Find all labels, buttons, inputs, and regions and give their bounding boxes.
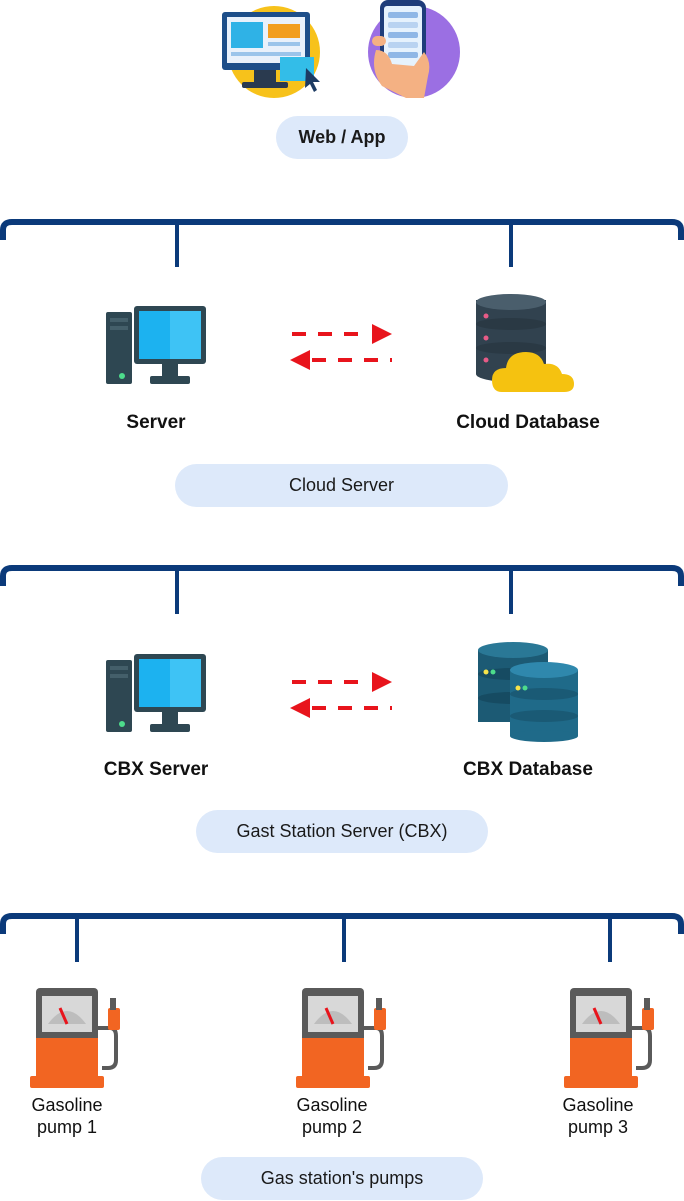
desktop-monitor-icon	[218, 2, 324, 100]
gas-pump-1-label: Gasoline pump 1	[10, 1094, 124, 1138]
pumps-bracket-connector	[0, 906, 684, 966]
gas-pump-2-label: Gasoline pump 2	[275, 1094, 389, 1138]
cbx-bracket-connector	[0, 558, 684, 618]
cloud-database-icon	[474, 294, 580, 394]
cloud-bracket-connector	[0, 212, 684, 272]
gas-pump-2-icon	[294, 988, 390, 1090]
gas-pump-3-label-line2: pump 3	[567, 1117, 629, 1137]
cbx-group-label: Gast Station Server (CBX)	[196, 810, 488, 853]
gas-pump-2-label-line2: pump 2	[301, 1117, 363, 1137]
gas-pump-1-label-line2: pump 1	[36, 1117, 98, 1137]
gas-pump-3-icon	[562, 988, 658, 1090]
cbx-server-computer-icon	[104, 654, 208, 734]
server-computer-icon	[104, 306, 208, 386]
bidirectional-arrows-icon	[288, 322, 394, 372]
cbx-database-label: CBX Database	[463, 759, 593, 780]
cloud-server-group-label: Cloud Server	[175, 464, 508, 507]
cbx-database-icon	[476, 642, 580, 742]
cbx-bidirectional-arrows-icon	[288, 670, 394, 720]
pumps-group-label: Gas station's pumps	[201, 1157, 483, 1200]
server-label: Server	[126, 412, 186, 433]
cbx-server-label: CBX Server	[103, 759, 209, 780]
gas-pump-3-label-line1: Gasoline	[562, 1095, 634, 1115]
gas-pump-2-label-line1: Gasoline	[296, 1095, 368, 1115]
gas-pump-3-label: Gasoline pump 3	[541, 1094, 655, 1138]
gas-pump-1-label-line1: Gasoline	[31, 1095, 103, 1115]
gas-pump-1-icon	[28, 988, 124, 1090]
smartphone-app-icon	[362, 0, 462, 102]
web-app-label: Web / App	[276, 116, 408, 159]
cloud-database-label: Cloud Database	[456, 412, 600, 433]
